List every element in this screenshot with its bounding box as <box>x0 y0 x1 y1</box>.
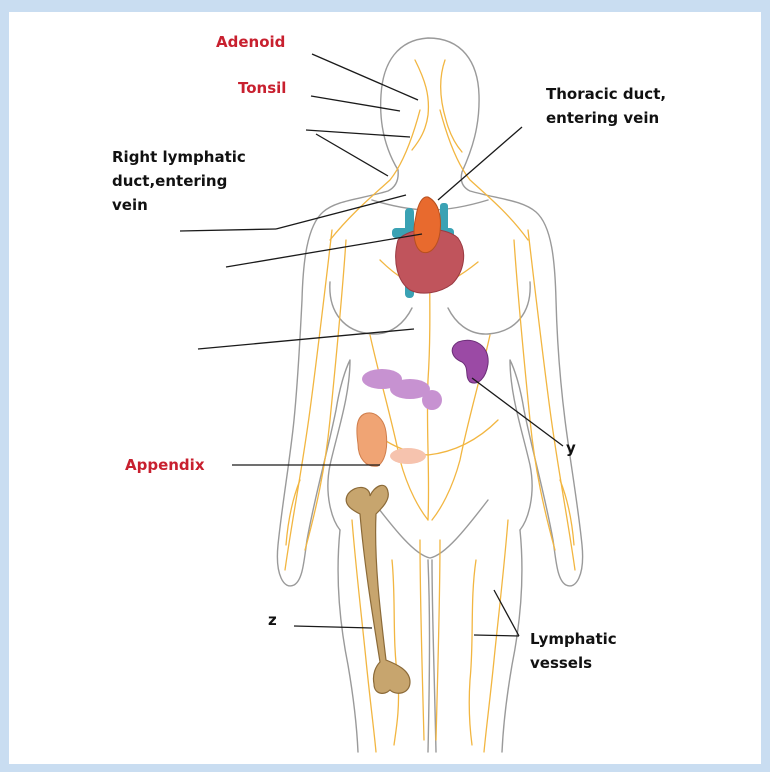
label-y: y <box>566 436 576 460</box>
appendix-organ <box>357 413 387 466</box>
intestine <box>362 369 442 410</box>
label-thoracic-duct: Thoracic duct, entering vein <box>546 82 666 130</box>
label-appendix: Appendix <box>125 453 205 477</box>
colon-tail <box>390 448 426 464</box>
label-tonsil: Tonsil <box>238 76 286 100</box>
label-lymphatic-vessels: Lymphatic vessels <box>530 627 617 675</box>
spleen <box>452 340 488 383</box>
label-adenoid: Adenoid <box>216 30 285 54</box>
label-z: z <box>268 608 277 632</box>
femur <box>346 485 410 693</box>
label-right-lymphatic-duct: Right lymphatic duct,entering vein <box>112 145 246 217</box>
thymus <box>414 197 441 253</box>
